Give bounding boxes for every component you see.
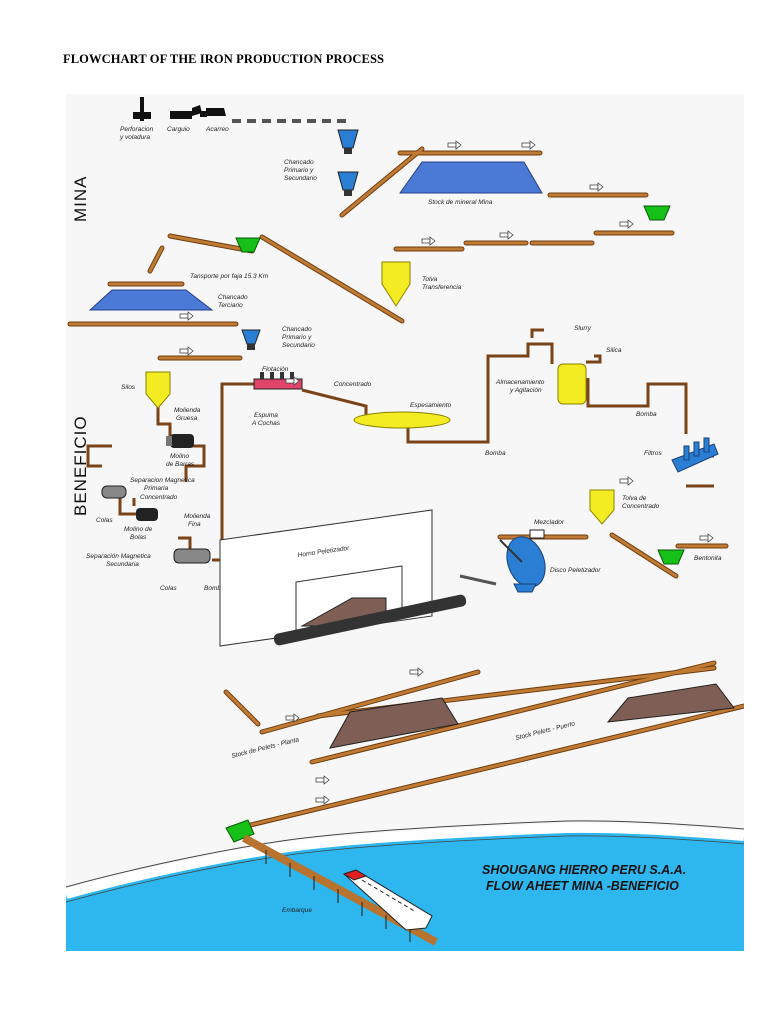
label-sep-mag-p-1: Separacion Magnetica	[130, 477, 195, 484]
conveyor-belts-mina-fill	[68, 147, 674, 360]
hopper-green-3-icon	[657, 549, 685, 565]
loader-icon	[170, 105, 202, 119]
label-chancado-ps-2: Primario y	[284, 167, 314, 174]
label-flotacion: Flotación	[262, 366, 289, 373]
label-molienda-g-2: Gruesa	[176, 415, 198, 422]
coastline-edge-2	[66, 835, 744, 903]
label-tolva-transf-2: Transferencia	[422, 284, 462, 291]
label-tolva-conc-1: Tolva de	[622, 495, 647, 502]
label-espumas-1: Espuma	[254, 412, 278, 419]
label-transporte: Tansporte por faja 15.3 Km	[190, 273, 269, 280]
rod-mill-icon	[166, 434, 194, 448]
pier-pilings	[265, 850, 411, 942]
label-espumas-2: A Cochas	[251, 420, 281, 427]
label-carguio: Carguio	[167, 126, 190, 133]
stockpile-pellets-planta	[329, 697, 459, 749]
drill-icon	[133, 97, 151, 121]
label-molienda-f-2: Fina	[188, 521, 201, 528]
label-slurry: Slurry	[574, 325, 592, 332]
label-concentrado-2: Concentrado	[140, 494, 178, 501]
label-chancado-ps2-3: Secundario	[282, 342, 315, 349]
transfer-hopper-icon	[381, 261, 411, 307]
label-sep-mag-p-2: Primaria	[144, 485, 169, 492]
label-almacen-1: Almacenamiento	[495, 379, 545, 386]
pelletizing-disc-icon	[499, 536, 546, 593]
flotation-cells-icon	[253, 372, 303, 390]
stockpile-pellets-puerto	[606, 683, 735, 723]
label-tolva-transf-1: Tolva	[422, 276, 438, 283]
label-chancado-ps-3: Secundario	[284, 175, 317, 182]
label-chancado-t-2: Terciario	[218, 302, 243, 309]
label-molino-bolas-2: Bolas	[130, 534, 147, 541]
label-bomba-1: Bomba	[485, 450, 506, 457]
section-label-beneficio: BENEFICIO	[71, 415, 90, 516]
label-sep-mag-s-2: Secundaria	[106, 561, 139, 568]
label-mezclador: Mezclador	[534, 519, 565, 526]
label-colas-2: Colas	[160, 585, 177, 592]
coastline	[66, 822, 744, 899]
silo-icon	[145, 371, 171, 409]
label-perforacion-1: Perforacion	[120, 126, 154, 133]
storage-tank-icon	[557, 363, 587, 405]
section-label-mina: MINA	[71, 176, 90, 223]
label-embarque: Embarque	[282, 907, 312, 914]
hopper-green-1-icon	[643, 205, 671, 221]
label-molienda-f-1: Molienda	[184, 513, 211, 520]
label-colas-1: Colas	[96, 517, 113, 524]
filters-icon	[671, 437, 719, 473]
truck-icon	[200, 108, 226, 117]
label-molino-bolas-1: Molino de	[124, 526, 153, 533]
label-almacen-2: y Agitación	[509, 387, 542, 394]
hopper-green-2-icon	[235, 237, 261, 253]
ball-mill-icon	[136, 508, 158, 521]
crusher-primary-icon	[337, 129, 359, 196]
label-disco: Disco Peletizador	[550, 567, 601, 574]
label-chancado-ps2-2: Primario y	[282, 334, 312, 341]
furnace-body-icon	[273, 594, 467, 646]
mixer-icon	[529, 529, 545, 539]
label-sep-mag-s-1: Separación Magnetica	[86, 553, 151, 560]
thickener-icon	[353, 411, 451, 429]
label-perforacion-2: y voladura	[119, 134, 150, 141]
label-chancado-ps-1: Chancado	[284, 159, 314, 166]
stockpile-chancado-terciario	[88, 289, 214, 311]
label-espesamiento: Espesamiento	[410, 402, 452, 409]
ship-icon	[342, 869, 433, 931]
label-molino-barras-2: de Barras	[166, 461, 195, 468]
label-tolva-conc-2: Concentrado	[622, 503, 660, 510]
crusher-secondary-icon	[241, 329, 261, 350]
label-concentrado: Concentrado	[334, 381, 372, 388]
label-filtros: Filtros	[644, 450, 662, 457]
flowsheet-title: FLOW AHEET MINA -BENEFICIO	[486, 879, 679, 893]
label-silica: Silica	[606, 347, 622, 354]
label-stock-mina: Stock de mineral Mina	[428, 199, 493, 206]
page-title: FLOWCHART OF THE IRON PRODUCTION PROCESS	[63, 52, 385, 66]
furnace-out-belt	[459, 574, 497, 586]
label-bentonita: Bentonita	[694, 555, 722, 562]
stockpile-mina	[399, 161, 543, 194]
concentrate-hopper-icon	[589, 489, 615, 525]
label-bomba-3: Bomba	[204, 585, 225, 592]
coastline-edge	[66, 820, 744, 888]
magnetic-separator-primary-icon	[101, 485, 127, 499]
magnetic-separator-secondary-icon	[173, 548, 211, 564]
iron-process-diagram: MINA Perforacion y voladura Carguio Acar…	[66, 94, 744, 951]
label-molienda-g-1: Molienda	[174, 407, 201, 414]
company-name: SHOUGANG HIERRO PERU S.A.A.	[482, 863, 686, 877]
label-chancado-t-1: Chancado	[218, 294, 248, 301]
label-molino-barras-1: Molino	[170, 453, 190, 460]
label-silos: Silos	[121, 384, 136, 391]
label-bomba-2: Bomba	[636, 411, 657, 418]
label-chancado-ps2-1: Chancado	[282, 326, 312, 333]
label-acarreo: Acarreo	[205, 126, 229, 133]
